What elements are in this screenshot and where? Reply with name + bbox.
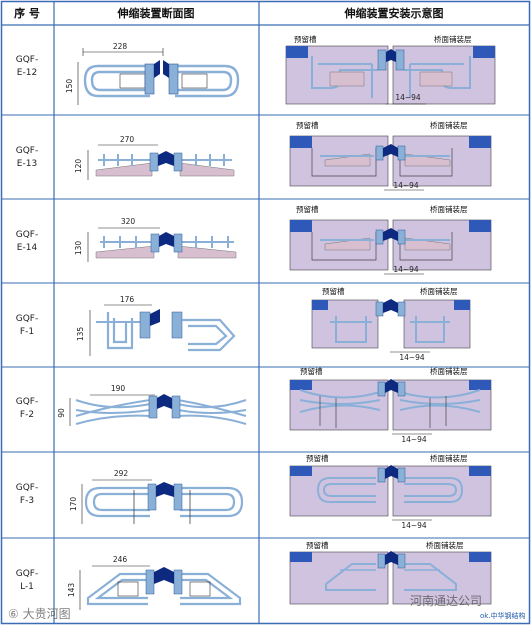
callout-pavement: 桥面铺装层 bbox=[434, 34, 472, 44]
install-drawing: 14~94 预留槽 桥面铺装层 bbox=[285, 34, 496, 105]
callout-groove: 预留槽 bbox=[306, 540, 329, 550]
dimension-width: 320 bbox=[121, 217, 136, 226]
row-code-line2: F-3 bbox=[20, 496, 34, 506]
dimension-width: 190 bbox=[111, 384, 126, 393]
row-f3: GQF- F-3 292 170 14~94 预留槽 bbox=[16, 453, 492, 530]
row-code-line1: GQF- bbox=[16, 314, 38, 324]
install-drawing: 14~94 预留槽 桥面铺装层 bbox=[311, 286, 471, 362]
row-l1: GQF- L-1 246 143 预留槽 桥面铺装层 bbox=[16, 540, 492, 610]
dimension-height: 150 bbox=[65, 79, 74, 94]
row-code-line2: E-12 bbox=[17, 68, 37, 78]
install-drawing: 14~94 预留槽 桥面铺装层 bbox=[289, 120, 492, 191]
section-drawing: 228 150 bbox=[65, 42, 240, 105]
callout-groove: 预留槽 bbox=[322, 286, 345, 296]
section-drawing: 320 130 bbox=[74, 217, 237, 262]
dimension-width: 228 bbox=[113, 42, 128, 51]
callout-groove: 预留槽 bbox=[306, 453, 329, 463]
watermark-left: ⑥ 大贵河图 bbox=[8, 607, 71, 621]
row-code-line2: E-13 bbox=[17, 159, 37, 169]
row-code-line2: L-1 bbox=[20, 582, 34, 592]
header-install: 伸缩装置安装示意图 bbox=[344, 6, 444, 20]
install-drawing: 14~94 预留槽 桥面铺装层 bbox=[289, 204, 492, 275]
gap-dimension: 14~94 bbox=[393, 181, 419, 190]
dimension-width: 246 bbox=[113, 555, 128, 564]
callout-pavement: 桥面铺装层 bbox=[430, 204, 468, 214]
callout-groove: 预留槽 bbox=[300, 366, 323, 376]
header-index: 序 号 bbox=[14, 6, 40, 20]
section-drawing: 270 120 bbox=[74, 135, 235, 180]
section-drawing: 190 90 bbox=[57, 384, 247, 426]
dimension-height: 135 bbox=[76, 327, 85, 342]
callout-pavement: 桥面铺装层 bbox=[420, 286, 458, 296]
row-f1: GQF- F-1 176 135 14~94 预留槽 bbox=[16, 286, 471, 362]
callout-pavement: 桥面铺装层 bbox=[430, 453, 468, 463]
gap-dimension: 14~94 bbox=[401, 521, 427, 530]
gap-dimension: 14~94 bbox=[393, 265, 419, 274]
install-drawing: 14~94 预留槽 桥面铺装层 bbox=[289, 453, 492, 530]
row-code-line1: GQF- bbox=[16, 569, 38, 579]
dimension-height: 170 bbox=[69, 497, 78, 512]
section-drawing: 292 170 bbox=[69, 469, 244, 524]
install-drawing: 14~94 预留槽 桥面铺装层 bbox=[289, 366, 492, 444]
watermark-right: 河南通达公司 bbox=[410, 593, 482, 608]
row-e14: GQF- E-14 320 130 14~ bbox=[16, 204, 492, 275]
row-code-line2: F-1 bbox=[20, 327, 34, 337]
gap-dimension: 14~94 bbox=[401, 435, 427, 444]
row-code-line1: GQF- bbox=[16, 55, 38, 65]
dimension-height: 143 bbox=[67, 583, 76, 598]
gap-dimension: 14~94 bbox=[399, 353, 425, 362]
row-code-line1: GQF- bbox=[16, 146, 38, 156]
callout-pavement: 桥面铺装层 bbox=[430, 366, 468, 376]
install-drawing: 预留槽 桥面铺装层 bbox=[289, 540, 492, 605]
callout-groove: 预留槽 bbox=[296, 204, 319, 214]
row-e12: GQF- E-12 228 150 bbox=[16, 34, 496, 105]
callout-groove: 预留槽 bbox=[296, 120, 319, 130]
row-code-line2: E-14 bbox=[17, 243, 38, 253]
dimension-height: 120 bbox=[74, 159, 83, 174]
section-drawing: 246 143 bbox=[67, 555, 242, 610]
watermark-small: ok.中华钢结构 bbox=[480, 611, 526, 620]
row-code-line1: GQF- bbox=[16, 483, 38, 493]
callout-pavement: 桥面铺装层 bbox=[426, 540, 464, 550]
row-code-line1: GQF- bbox=[16, 397, 38, 407]
dimension-height: 90 bbox=[57, 408, 66, 418]
header-section: 伸缩装置断面图 bbox=[117, 6, 195, 20]
row-code-line2: F-2 bbox=[20, 410, 34, 420]
row-code-line1: GQF- bbox=[16, 230, 38, 240]
dimension-width: 292 bbox=[114, 469, 129, 478]
dimension-width: 176 bbox=[120, 295, 135, 304]
dimension-height: 130 bbox=[74, 241, 83, 256]
section-drawing: 176 135 bbox=[76, 295, 236, 356]
row-e13: GQF- E-13 270 120 14~ bbox=[16, 120, 492, 191]
row-f2: GQF- F-2 190 90 14~94 预留槽 bbox=[16, 366, 492, 444]
gap-dimension: 14~94 bbox=[395, 93, 421, 102]
callout-groove: 预留槽 bbox=[294, 34, 317, 44]
dimension-width: 270 bbox=[120, 135, 135, 144]
callout-pavement: 桥面铺装层 bbox=[430, 120, 468, 130]
